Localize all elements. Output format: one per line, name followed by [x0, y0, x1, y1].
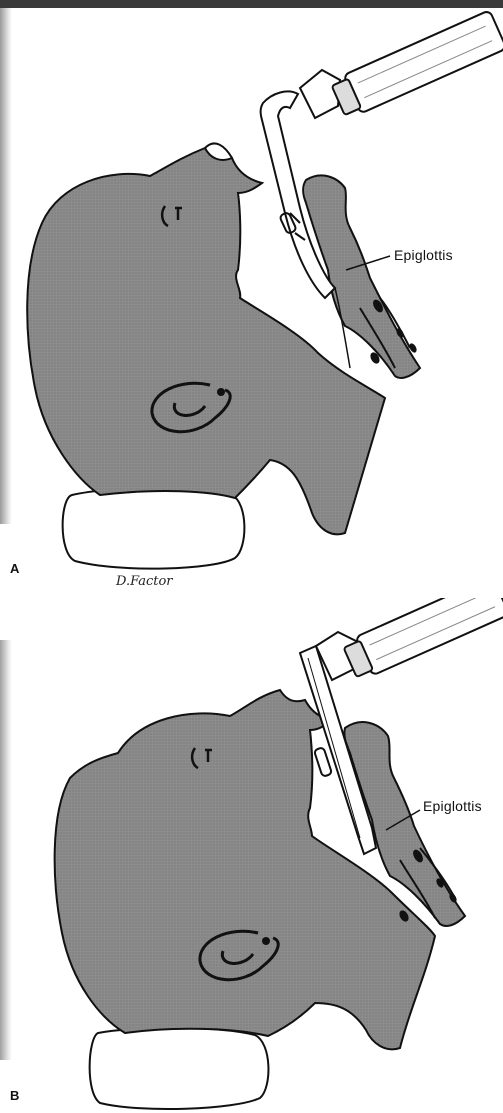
- panel-b-illustration: [0, 598, 503, 1113]
- head-pillow: [63, 488, 245, 568]
- panel-a-illustration: [0, 8, 503, 598]
- laryngoscope-connector: [300, 70, 340, 118]
- artist-signature: D.Factor: [116, 574, 173, 589]
- window-top-border: [0, 0, 503, 8]
- panel-a: Epiglottis A D.Factor: [0, 8, 503, 598]
- panel-letter-a: A: [10, 561, 19, 576]
- panel-letter-b: B: [10, 1088, 19, 1103]
- epiglottis-label: Epiglottis: [423, 798, 482, 814]
- laryngoscope-handle: [342, 598, 503, 682]
- epiglottis-label: Epiglottis: [394, 247, 453, 263]
- laryngoscope-handle: [330, 10, 503, 120]
- panel-b: Epiglottis B: [0, 598, 503, 1113]
- head-pillow: [90, 1028, 269, 1109]
